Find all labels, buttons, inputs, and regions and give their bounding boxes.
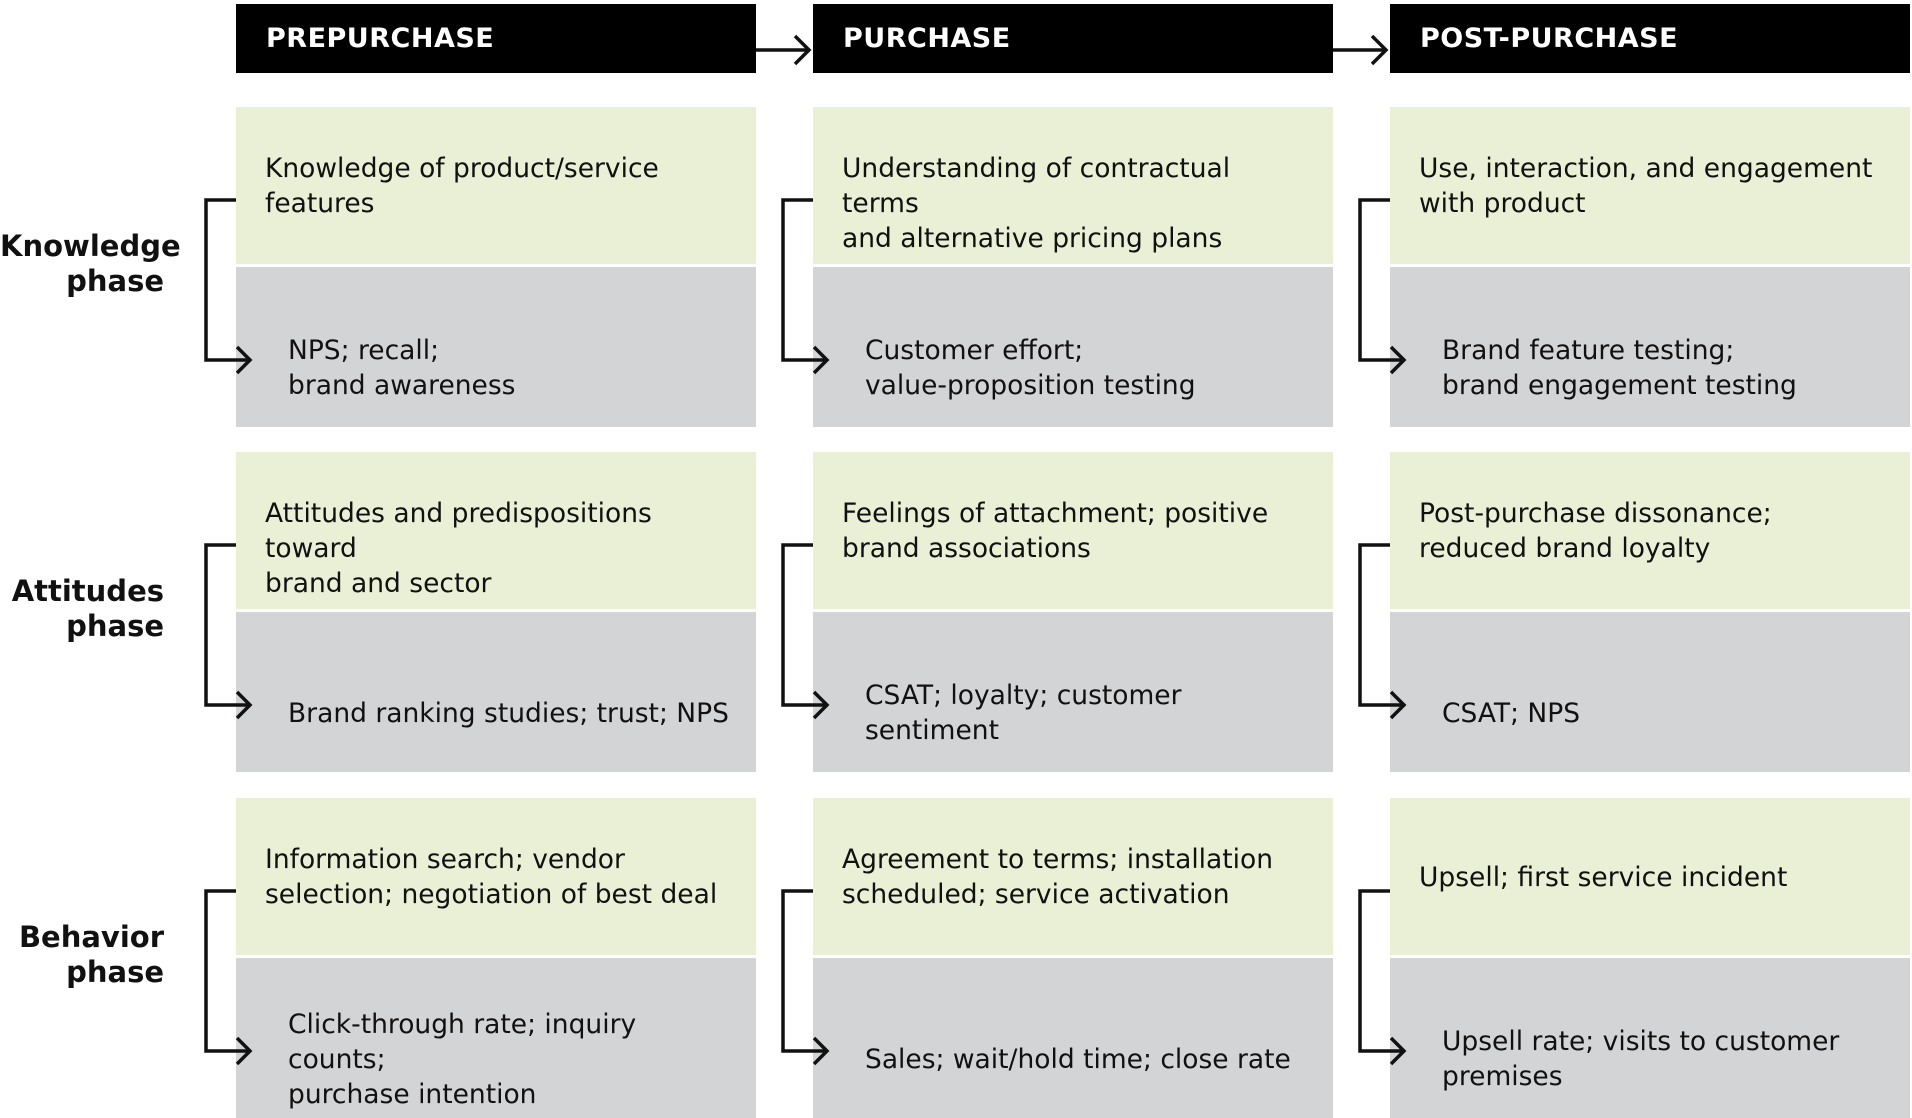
metric-text-line: Brand feature testing; xyxy=(1442,335,1735,366)
measure-text-line: Information search; vendor xyxy=(265,844,625,875)
metric-text: CSAT; loyalty; customer sentiment xyxy=(865,678,1313,748)
metric-box-knowledge-purchase: Customer effort; value-proposition testin… xyxy=(813,267,1333,427)
measure-text-line: Agreement to terms; installation xyxy=(842,844,1274,875)
measure-text-line: Post-purchase dissonance; xyxy=(1419,498,1772,529)
measure-box-attitudes-prepurchase: Attitudes and predispositions toward bran… xyxy=(236,452,756,609)
metric-text-line: Brand ranking studies; trust; NPS xyxy=(288,697,729,729)
measure-box-behavior-post-purchase: Upsell; first service incident xyxy=(1390,798,1910,955)
metric-text: NPS; recall; brand awareness xyxy=(288,333,736,403)
metric-text-line: Customer effort; xyxy=(865,335,1084,366)
metric-text-line: brand awareness xyxy=(288,370,516,401)
measure-text-line: Understanding of contractual terms xyxy=(842,153,1231,219)
measure-text-line: features xyxy=(265,188,375,219)
measure-text-line: scheduled; service activation xyxy=(842,879,1230,910)
metric-box-behavior-post-purchase: Upsell rate; visits to customer premises xyxy=(1390,958,1910,1118)
measure-text-line: brand and sector xyxy=(265,568,492,599)
row-label-line: phase xyxy=(66,264,164,298)
metric-box-knowledge-post-purchase: Brand feature testing; brand engagement t… xyxy=(1390,267,1910,427)
measure-box-knowledge-prepurchase: Knowledge of product/service features xyxy=(236,107,756,264)
metric-box-behavior-purchase: Sales; wait/hold time; close rate xyxy=(813,958,1333,1118)
measure-text-line: with product xyxy=(1419,188,1586,219)
metric-text-line: CSAT; NPS xyxy=(1442,697,1581,729)
measure-text-line: Knowledge of product/service xyxy=(265,153,659,184)
measure-box-behavior-purchase: Agreement to terms; installation schedule… xyxy=(813,798,1333,955)
measure-text-line: and alternative pricing plans xyxy=(842,223,1223,254)
measure-box-attitudes-post-purchase: Post-purchase dissonance; reduced brand l… xyxy=(1390,452,1910,609)
row-label-line: phase xyxy=(66,609,164,643)
metric-box-attitudes-purchase: CSAT; loyalty; customer sentiment xyxy=(813,612,1333,772)
metric-text: Upsell rate; visits to customer premises xyxy=(1442,1024,1890,1094)
row-label-line: phase xyxy=(66,955,164,989)
metric-text-line: Sales; wait/hold time; close rate xyxy=(865,1043,1291,1075)
metric-text-line: Click-through rate; inquiry counts; xyxy=(288,1008,637,1075)
column-header-prepurchase: PREPURCHASE xyxy=(236,4,756,73)
measure-box-knowledge-post-purchase: Use, interaction, and engagement with pro… xyxy=(1390,107,1910,264)
measure-box-behavior-prepurchase: Information search; vendor selection; neg… xyxy=(236,798,756,955)
column-header-post-purchase: POST-PURCHASE xyxy=(1390,4,1910,73)
metric-text-line: premises xyxy=(1442,1061,1563,1092)
metric-text: Brand ranking studies; trust; NPS xyxy=(288,696,736,731)
metric-text-line: Upsell rate; visits to customer xyxy=(1442,1026,1840,1057)
row-label-line: Knowledge xyxy=(0,229,181,263)
measure-box-knowledge-purchase: Understanding of contractual terms and al… xyxy=(813,107,1333,264)
metric-box-knowledge-prepurchase: NPS; recall; brand awareness xyxy=(236,267,756,427)
metric-text-line: NPS; recall; xyxy=(288,335,440,366)
row-label-line: Attitudes xyxy=(11,574,164,608)
metric-text-line: value-proposition testing xyxy=(865,370,1196,401)
measure-text-line: brand associations xyxy=(842,533,1091,564)
measure-box-attitudes-purchase: Feelings of attachment; positive brand as… xyxy=(813,452,1333,609)
metric-box-attitudes-post-purchase: CSAT; NPS xyxy=(1390,612,1910,772)
measure-text-line: selection; negotiation of best deal xyxy=(265,879,718,910)
metric-text: Sales; wait/hold time; close rate xyxy=(865,1042,1313,1077)
metric-text: Customer effort; value-proposition testin… xyxy=(865,333,1313,403)
column-header-purchase: PURCHASE xyxy=(813,4,1333,73)
row-label-line: Behavior xyxy=(18,920,164,954)
metric-text: Brand feature testing; brand engagement t… xyxy=(1442,333,1890,403)
metric-text: CSAT; NPS xyxy=(1442,696,1890,731)
metric-box-behavior-prepurchase: Click-through rate; inquiry counts;purch… xyxy=(236,958,756,1118)
measure-text-line: Upsell; first service incident xyxy=(1419,862,1788,893)
measure-text-line: Attitudes and predispositions toward xyxy=(265,498,652,564)
metric-text-line: purchase intention xyxy=(288,1078,537,1110)
metric-text-line: brand engagement testing xyxy=(1442,370,1797,401)
metric-text: Click-through rate; inquiry counts;purch… xyxy=(288,1007,736,1112)
measure-text-line: Feelings of attachment; positive xyxy=(842,498,1269,529)
measure-text-line: Use, interaction, and engagement xyxy=(1419,153,1873,184)
metric-box-attitudes-prepurchase: Brand ranking studies; trust; NPS xyxy=(236,612,756,772)
metric-text-line: CSAT; loyalty; customer sentiment xyxy=(865,680,1182,746)
measure-text-line: reduced brand loyalty xyxy=(1419,533,1711,564)
